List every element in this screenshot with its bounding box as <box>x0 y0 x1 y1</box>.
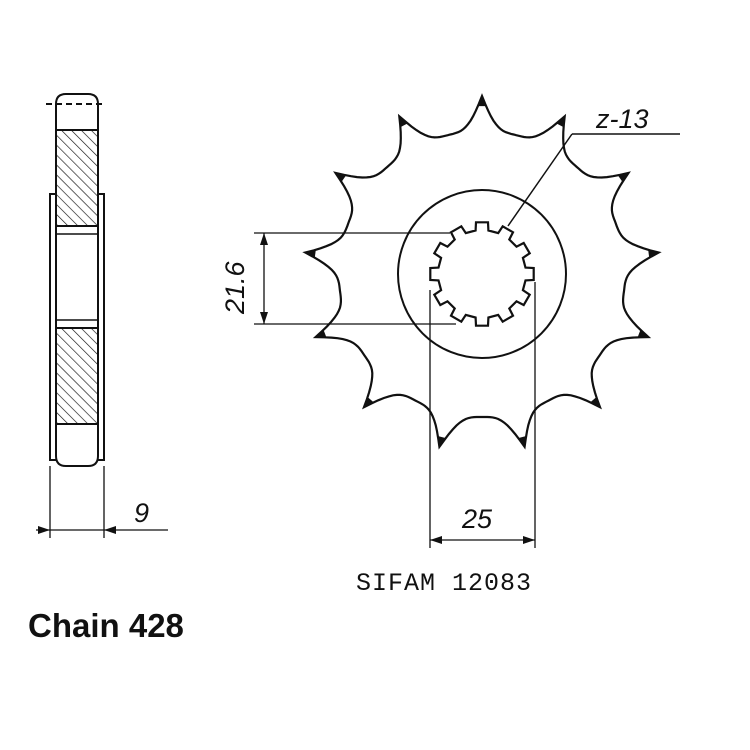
chain-label: Chain 428 <box>28 607 184 644</box>
tooth-tip <box>399 116 409 128</box>
tooth-tip <box>335 172 347 183</box>
spline-bore <box>429 221 535 327</box>
tooth-tip <box>315 329 327 338</box>
tooth-tip <box>589 396 600 408</box>
tooth-tips <box>305 96 659 447</box>
tooth-tip <box>437 435 447 447</box>
side-bore <box>55 225 99 329</box>
tooth-tip <box>477 96 487 107</box>
side-top-tooth <box>55 93 99 130</box>
tooth-tip <box>364 396 375 408</box>
front-view: z-13 21.6 25 <box>220 93 680 548</box>
side-hub-outline <box>49 193 56 461</box>
tooth-tip <box>517 435 527 447</box>
side-lower-section <box>55 327 99 425</box>
tooth-tip <box>637 329 649 338</box>
hub-circle <box>397 189 567 359</box>
teeth-label: z-13 <box>595 104 649 134</box>
tooth-tip <box>648 249 659 259</box>
bore-diameter-label: 25 <box>461 504 493 534</box>
width-label: 9 <box>134 498 149 528</box>
part-number: SIFAM 12083 <box>356 569 532 598</box>
spline-diameter-label: 21.6 <box>220 260 250 315</box>
tooth-tip <box>305 249 316 259</box>
teeth-leader <box>507 133 573 227</box>
tooth-tip <box>555 116 565 128</box>
sprocket-outline <box>302 93 662 450</box>
tooth-tip <box>617 172 629 183</box>
side-view: 9 <box>36 93 168 538</box>
side-upper-section <box>55 129 99 227</box>
side-bottom-tooth <box>55 424 99 467</box>
